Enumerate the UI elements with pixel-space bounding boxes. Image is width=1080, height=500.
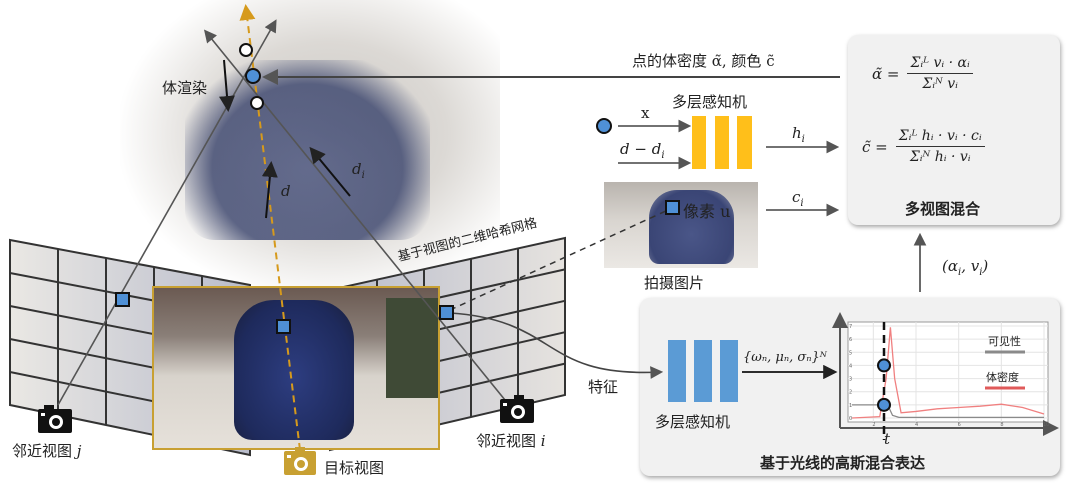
multi-view-blend-title: 多视图混合 <box>905 200 981 218</box>
y-tick-label: 3 <box>849 377 852 383</box>
inset-plot: 2 4 6 8 10 0 1 2 3 4 5 6 7 <box>832 312 1059 440</box>
multi-view-blend-box <box>848 35 1060 225</box>
y-tick-label: 4 <box>849 363 852 369</box>
mlp-blue-bars <box>668 340 738 402</box>
pixel-u-label: 像素 u <box>683 202 731 221</box>
d-arrow <box>261 161 278 219</box>
x-tick-label: 4 <box>915 422 918 428</box>
volume-rendering-label: 体渲染 <box>162 79 208 97</box>
neighbor-view-j-label: 邻近视图 j <box>12 442 82 460</box>
density-curve <box>851 327 1045 419</box>
ray-gaussian-mixture-title: 基于光线的高斯混合表达 <box>760 454 926 472</box>
gaussian-params-label: {ωₙ, μₙ, σₙ}ᴺ <box>743 350 827 365</box>
y-tick-label: 6 <box>849 337 852 343</box>
point-density-color-label: 点的体密度 α̃, 颜色 c̃ <box>632 52 775 70</box>
feature-arrow <box>449 312 664 379</box>
camera-icon-view-i <box>500 395 534 423</box>
x-tick-label: 6 <box>958 422 961 428</box>
pixel-right-view <box>439 305 454 320</box>
h-i-label: hi <box>792 124 805 145</box>
mlp-top-label: 多层感知机 <box>672 93 748 111</box>
sample-marker <box>877 358 891 373</box>
y-tick-label: 5 <box>849 350 852 356</box>
target-ray <box>239 4 301 451</box>
volume-render-arrow <box>219 59 235 112</box>
y-tick-label: 0 <box>849 416 852 422</box>
d-i-label: di <box>352 160 365 181</box>
mlp-bottom-label: 多层感知机 <box>655 413 731 431</box>
t-axis-label: t <box>884 430 891 448</box>
y-tick-label: 2 <box>849 390 852 396</box>
ray-from-view-j <box>57 19 277 406</box>
pixel-target-view <box>276 319 291 334</box>
sample-marker <box>877 397 891 412</box>
legend-density-label: 体密度 <box>986 371 1019 384</box>
x-tick-label: 2 <box>872 422 875 428</box>
y-tick-label: 7 <box>849 324 852 330</box>
camera-icon-view-j <box>38 405 72 433</box>
y-tick-label: 1 <box>849 403 852 409</box>
x-input-label: x <box>641 104 650 122</box>
pixel-left-view <box>115 292 130 307</box>
neighbor-view-i-label: 邻近视图 i <box>476 432 546 450</box>
sample-point-main <box>245 68 261 84</box>
target-view-photo <box>152 286 440 450</box>
sample-point-lower <box>250 96 264 110</box>
captured-image-label: 拍摄图片 <box>644 274 705 292</box>
hash-grid-dashed-link <box>449 209 669 311</box>
d-i-arrow <box>309 146 351 197</box>
d-label: d <box>281 182 291 200</box>
camera-icon-target-view <box>284 447 316 475</box>
target-view-label: 目标视图 <box>324 459 385 477</box>
c-i-label: ci <box>792 188 804 209</box>
captured-image-thumbnail <box>604 182 758 268</box>
feature-label: 特征 <box>588 378 619 396</box>
d-minus-di-label: d − di <box>620 140 665 161</box>
pixel-captured-image <box>665 200 680 215</box>
sample-point-upper <box>239 43 253 57</box>
alpha-v-label: (αi, vi) <box>942 257 989 278</box>
mlp-yellow-bars <box>692 116 752 169</box>
x-tick-label: 8 <box>1000 422 1003 428</box>
x-tick-label: 10 <box>1043 422 1049 428</box>
ray-from-view-i <box>203 29 506 401</box>
legend-visibility-label: 可见性 <box>988 335 1021 348</box>
mlp-input-point <box>596 118 612 134</box>
